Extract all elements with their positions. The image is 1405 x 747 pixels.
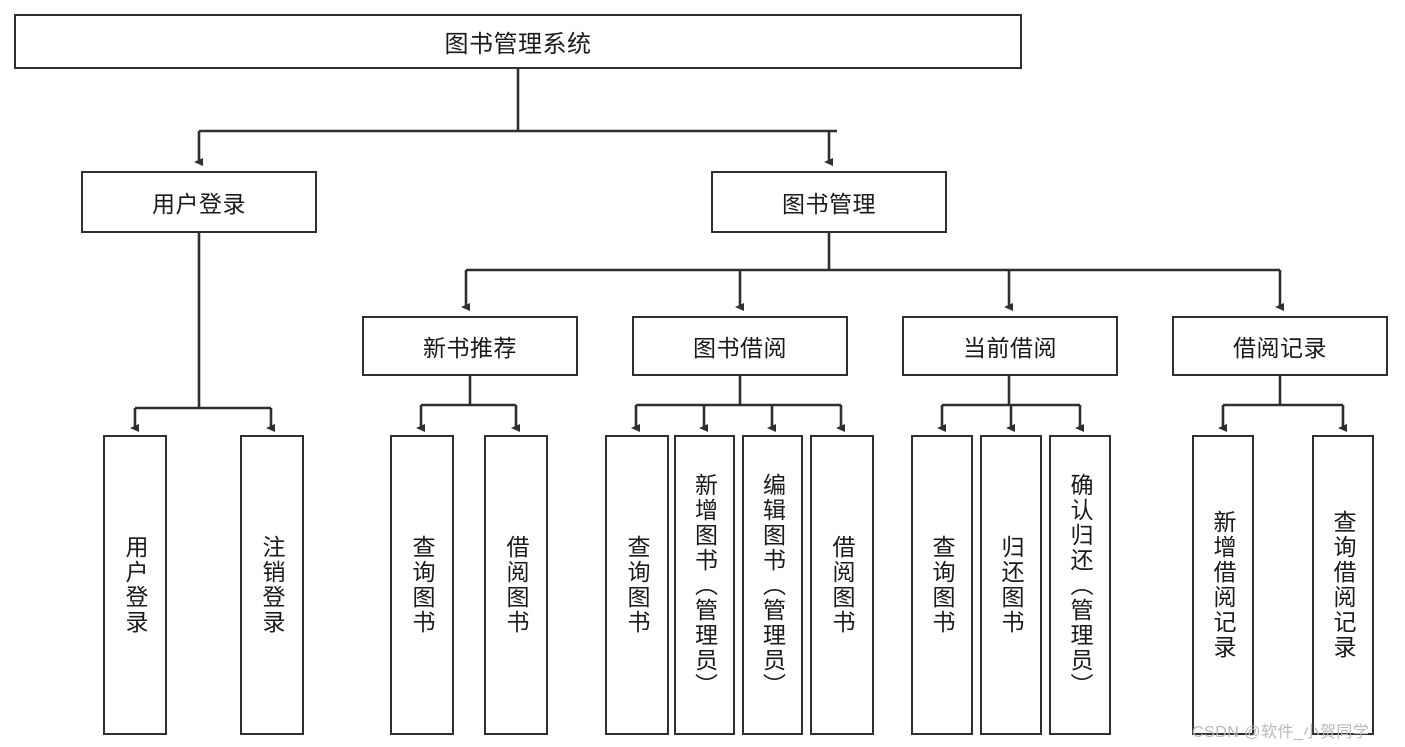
- node-label: 新书推荐: [423, 335, 517, 361]
- watermark: CSDN @软件_小贺同学: [1192, 724, 1370, 741]
- node-label: 查询图书: [409, 535, 436, 635]
- node-label: 新增借阅记录: [1210, 510, 1237, 660]
- node-leaf-confirm-return-admin[interactable]: 确认归还（管理员）: [1049, 435, 1111, 735]
- node-label: 图书管理: [782, 191, 876, 217]
- node-leaf-query-borrow-record[interactable]: 查询借阅记录: [1312, 435, 1374, 735]
- node-label: 借阅记录: [1233, 335, 1327, 361]
- node-label: 注销登录: [259, 535, 286, 635]
- node-user-login[interactable]: 用户登录: [81, 171, 317, 233]
- node-label: 归还图书: [998, 535, 1025, 635]
- node-leaf-logout[interactable]: 注销登录: [240, 435, 304, 735]
- node-leaf-user-login[interactable]: 用户登录: [103, 435, 167, 735]
- node-leaf-add-borrow-record[interactable]: 新增借阅记录: [1192, 435, 1254, 735]
- node-leaf-query-books-borrow[interactable]: 查询图书: [605, 435, 669, 735]
- node-root-book-management-system[interactable]: 图书管理系统: [14, 14, 1022, 69]
- node-book-borrowing[interactable]: 图书借阅: [632, 316, 848, 376]
- node-label: 查询借阅记录: [1330, 510, 1357, 660]
- node-label: 借阅图书: [503, 535, 530, 635]
- node-leaf-edit-book-admin[interactable]: 编辑图书（管理员）: [742, 435, 803, 735]
- node-current-borrowing[interactable]: 当前借阅: [902, 316, 1118, 376]
- node-label: 图书管理系统: [444, 31, 592, 58]
- node-label: 新增图书（管理员）: [691, 472, 718, 698]
- node-label: 当前借阅: [963, 335, 1057, 361]
- node-borrowing-records[interactable]: 借阅记录: [1172, 316, 1388, 376]
- node-leaf-borrow-books[interactable]: 借阅图书: [810, 435, 874, 735]
- node-label: 借阅图书: [829, 535, 856, 635]
- node-label: 用户登录: [152, 191, 246, 217]
- node-label: 查询图书: [929, 535, 956, 635]
- node-new-book-recommendation[interactable]: 新书推荐: [362, 316, 578, 376]
- node-label: 查询图书: [624, 535, 651, 635]
- node-label: 确认归还（管理员）: [1067, 472, 1094, 698]
- node-leaf-borrow-books-recommend[interactable]: 借阅图书: [484, 435, 548, 735]
- node-label: 用户登录: [122, 535, 149, 635]
- node-leaf-query-books-current[interactable]: 查询图书: [911, 435, 973, 735]
- node-leaf-return-books[interactable]: 归还图书: [980, 435, 1042, 735]
- node-book-management[interactable]: 图书管理: [711, 171, 947, 233]
- node-leaf-add-book-admin[interactable]: 新增图书（管理员）: [674, 435, 735, 735]
- node-label: 图书借阅: [693, 335, 787, 361]
- node-label: 编辑图书（管理员）: [759, 472, 786, 698]
- node-leaf-query-books-recommend[interactable]: 查询图书: [390, 435, 454, 735]
